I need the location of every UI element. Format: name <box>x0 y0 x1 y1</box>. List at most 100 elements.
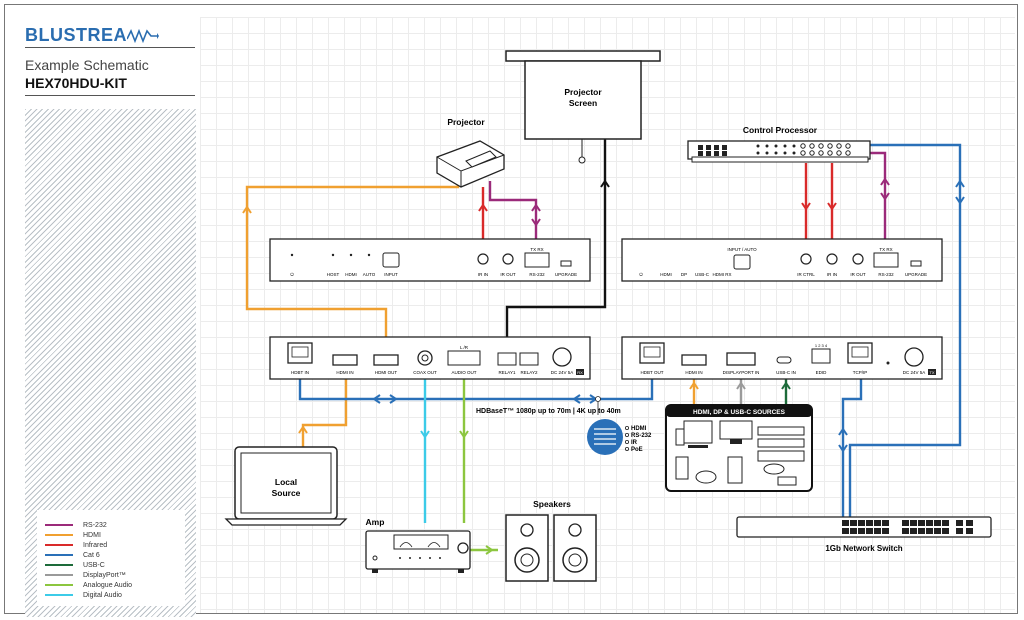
projector: Projector <box>436 117 505 188</box>
hdbaset-info: HDBaseT™ 1080p up to 70m | 4K up to 40m … <box>476 396 652 455</box>
hdbaset-feature-ir: IR <box>631 440 638 446</box>
rx-front-irin: IR IN <box>478 272 488 277</box>
legend-label: Infrared <box>83 541 108 549</box>
legend-item: USB-C <box>45 560 105 570</box>
control-processor-port <box>774 144 778 148</box>
rx-rear-power: DC 24V 5A <box>551 370 574 375</box>
legend-label: HDMI <box>83 531 101 539</box>
legend-swatch <box>45 524 73 526</box>
legend-item: Cat 6 <box>45 550 100 560</box>
legend-item: Analogue Audio <box>45 580 132 590</box>
control-processor-port <box>809 150 815 156</box>
page-subtitle: Example Schematic <box>25 57 149 73</box>
legend-swatch <box>45 544 73 546</box>
rx-rear-hdbt-in: HDBT IN <box>291 370 309 375</box>
control-processor-port <box>827 143 833 149</box>
control-processor-port <box>774 151 778 155</box>
legend-label: Digital Audio <box>83 591 122 599</box>
projector-label: Projector <box>447 117 485 127</box>
switch-port <box>942 528 949 534</box>
legend-item: HDMI <box>45 530 101 540</box>
switch-port <box>866 528 873 534</box>
rx-rear-panel: L /R RX HDBT IN HDMI IN HDMI OUT COAX OU… <box>269 336 591 380</box>
tx-rear-power: DC 24V 5A <box>903 370 926 375</box>
cable-cat6-hdbt <box>298 375 654 401</box>
sources-title: HDMI, DP & USB-C SOURCES <box>693 409 786 416</box>
switch-port <box>956 528 963 534</box>
control-processor-port <box>818 143 824 149</box>
tx-rear-edid-nums: 1 2 3 4 <box>815 343 828 348</box>
screen-label-2: Screen <box>569 98 597 108</box>
schematic-diagram: Projector Screen Projector Control Proce… <box>200 17 1015 613</box>
local-source-label-1: Local <box>275 477 297 487</box>
rx-front-auto: AUTO <box>363 272 376 277</box>
switch-port <box>858 528 865 534</box>
arrow-cat6-cp <box>955 179 965 205</box>
tx-rear-hdmi-in: HDMI IN <box>685 370 702 375</box>
switch-port <box>902 520 909 526</box>
rx-rear-hdmi-out: HDMI OUT <box>375 370 397 375</box>
flow-arrows <box>242 177 965 555</box>
title-rule-top <box>25 47 195 48</box>
control-processor-port <box>765 151 769 155</box>
hdbaset-caption: HDBaseT™ 1080p up to 70m | 4K up to 40m <box>476 408 621 415</box>
control-processor-port <box>792 144 796 148</box>
switch-port <box>956 520 963 526</box>
screen-label-1: Projector <box>564 87 602 97</box>
control-processor-port <box>783 151 787 155</box>
tx-front-dp: DP <box>681 272 687 277</box>
switch-port <box>926 520 933 526</box>
arrow-relay <box>600 179 610 188</box>
network-switch: 1Gb Network Switch <box>736 516 992 553</box>
arrow-analogue <box>459 430 469 439</box>
control-processor-port <box>818 150 824 156</box>
rx-front-rs232: RS-232 <box>529 272 545 277</box>
rx-front-hdmi: HDMI <box>345 272 357 277</box>
arrow-ir-cp1 <box>801 202 811 211</box>
switch-port <box>850 520 857 526</box>
control-processor-port <box>756 151 760 155</box>
legend-label: Analogue Audio <box>83 581 133 589</box>
cables <box>245 137 962 552</box>
tx-front-irout: IR OUT <box>850 272 866 277</box>
control-processor-port <box>765 144 769 148</box>
switch-port <box>910 520 917 526</box>
legend-swatch <box>45 574 73 576</box>
rx-rear-relay1: RELAY1 <box>499 370 516 375</box>
arrow-ir-proj <box>478 203 488 212</box>
brand-logo: BLUSTREA <box>25 25 159 46</box>
speakers-label: Speakers <box>533 499 571 509</box>
switch-port <box>918 528 925 534</box>
switch-port <box>874 520 881 526</box>
switch-port <box>926 528 933 534</box>
arrow-dp <box>736 381 746 390</box>
rx-front-upgrade: UPGRADE <box>555 272 577 277</box>
switch-port <box>842 520 849 526</box>
hdbaset-feature-poe: PoE <box>631 447 643 453</box>
legend-swatch <box>45 534 73 536</box>
arrow-rs232-cp <box>880 177 890 201</box>
tx-front-input-auto: INPUT / AUTO <box>727 247 757 252</box>
rx-front-irout: IR OUT <box>500 272 516 277</box>
control-processor-port <box>783 144 787 148</box>
arrow-cat6-left <box>372 394 398 404</box>
amp-label: Amp <box>366 517 385 527</box>
arrow-usbc <box>781 381 791 390</box>
legend-swatch <box>45 554 73 556</box>
switch-port <box>902 528 909 534</box>
tx-front-power: ⏻ <box>639 272 643 277</box>
control-processor-port <box>845 150 851 156</box>
rx-rear-tag: RX <box>577 370 583 375</box>
tx-rear-panel: 1 2 3 4 TX HDBT OUT HDMI IN DISPLAYPORT … <box>621 336 943 380</box>
tx-front-panel: INPUT / AUTO TX RX ⏻ HDMI DP USB-C HDMI … <box>621 238 943 282</box>
tx-front-irctrl: IR CTRL <box>797 272 815 277</box>
speakers: Speakers <box>505 499 597 582</box>
tx-front-upgrade: UPGRADE <box>905 272 927 277</box>
switch-port <box>866 520 873 526</box>
switch-port <box>874 528 881 534</box>
sources-box: HDMI, DP & USB-C SOURCES <box>665 404 813 492</box>
hdbaset-feature-rs232: RS-232 <box>631 433 652 439</box>
legend-swatch <box>45 594 73 596</box>
switch-port <box>858 520 865 526</box>
schematic-svg: Projector Screen Projector Control Proce… <box>224 50 992 582</box>
